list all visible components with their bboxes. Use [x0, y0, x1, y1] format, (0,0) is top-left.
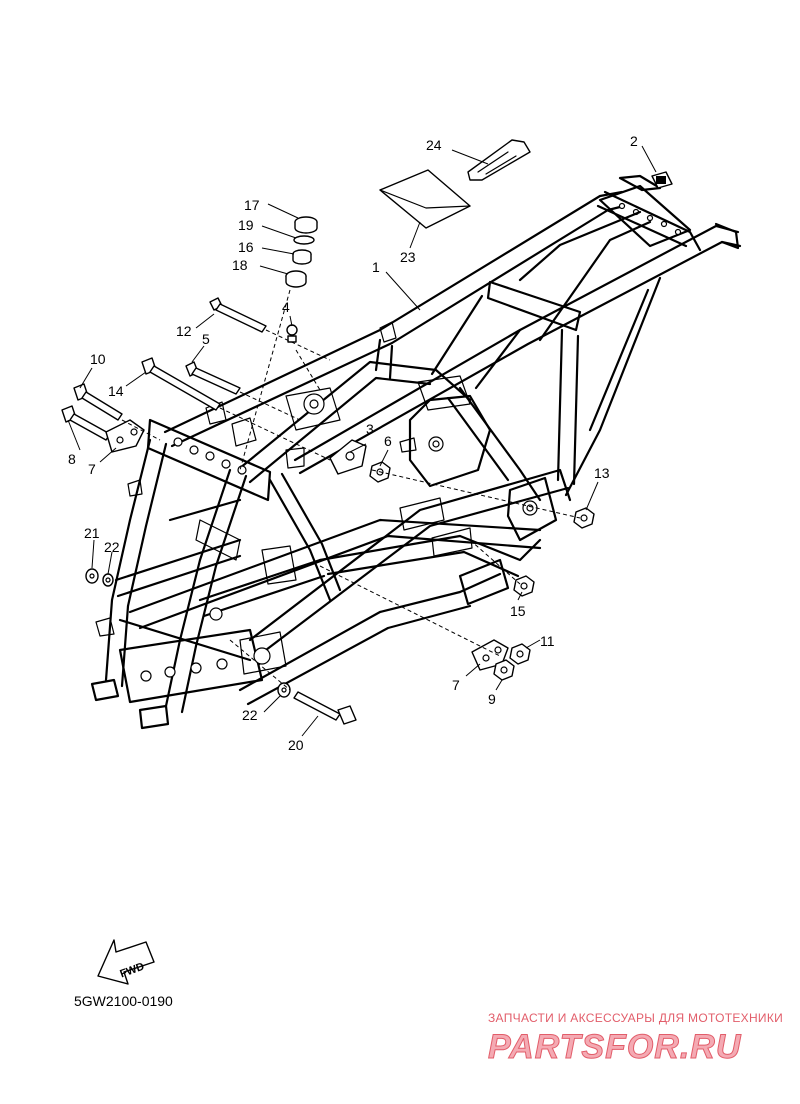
- callout-12: 12: [176, 323, 192, 339]
- part-10-bolt: [73, 383, 123, 421]
- callout-labels: 1 2 3 4 5 6 7 7 8 9 10 11 12 13 14 15 16…: [68, 133, 638, 753]
- part-23-label: [379, 169, 471, 229]
- part-2-clip: [651, 171, 673, 189]
- callout-3: 3: [366, 421, 374, 437]
- part-15-nut: [513, 575, 535, 597]
- callout-16: 16: [238, 239, 254, 255]
- part-24-bracket: [467, 139, 531, 181]
- callout-6: 6: [384, 433, 392, 449]
- watermark: ЗАПЧАСТИ И АКСЕССУАРЫ ДЛЯ МОТОТЕХНИКИ PA…: [488, 1011, 783, 1067]
- main-frame: [90, 174, 742, 730]
- callout-18: 18: [232, 257, 248, 273]
- part-3-plate: [329, 439, 367, 475]
- part-5-bolt: [185, 361, 241, 395]
- callout-4: 4: [282, 299, 290, 315]
- callout-24: 24: [426, 137, 442, 153]
- part-17-washer: [294, 216, 318, 234]
- watermark-brand: PARTSFOR.RU: [488, 1028, 742, 1066]
- callout-1: 1: [372, 259, 380, 275]
- callout-19: 19: [238, 217, 254, 233]
- part-11-nut: [509, 643, 531, 665]
- part-19-washer: [293, 235, 315, 245]
- fwd-arrow-icon: FWD: [97, 939, 155, 985]
- part-9-nut: [493, 659, 515, 681]
- callout-2: 2: [630, 133, 638, 149]
- assembly-lines: [121, 289, 581, 691]
- part-4-fitting: [286, 324, 298, 343]
- callout-5: 5: [202, 331, 210, 347]
- part-22-washer-front: [102, 573, 114, 587]
- callout-7-front: 7: [88, 461, 96, 477]
- callout-22-rear: 22: [242, 707, 258, 723]
- callout-11: 11: [540, 633, 555, 649]
- callout-14: 14: [108, 383, 124, 399]
- part-12-bolt: [209, 297, 267, 333]
- callout-21: 21: [84, 525, 100, 541]
- callout-7-rear: 7: [452, 677, 460, 693]
- diagram-code: 5GW2100-0190: [74, 993, 173, 1009]
- part-13-nut: [573, 507, 595, 529]
- part-14-bolt: [141, 357, 221, 411]
- callout-23: 23: [400, 249, 416, 265]
- part-20-bolt: [293, 691, 357, 725]
- part-21-washer: [85, 568, 99, 584]
- callout-22-front: 22: [104, 539, 120, 555]
- part-16-bush: [292, 249, 312, 265]
- part-7-plate-front: [105, 419, 145, 453]
- callout-15: 15: [510, 603, 526, 619]
- part-18-bush: [285, 270, 307, 288]
- part-8-bolt: [61, 405, 111, 441]
- callout-8: 8: [68, 451, 76, 467]
- callout-10: 10: [90, 351, 106, 367]
- callout-9: 9: [488, 691, 496, 707]
- callout-13: 13: [594, 465, 610, 481]
- callout-20: 20: [288, 737, 304, 753]
- callout-17: 17: [244, 197, 260, 213]
- leader-lines: [67, 145, 657, 737]
- watermark-tagline: ЗАПЧАСТИ И АКСЕССУАРЫ ДЛЯ МОТОТЕХНИКИ: [488, 1011, 783, 1025]
